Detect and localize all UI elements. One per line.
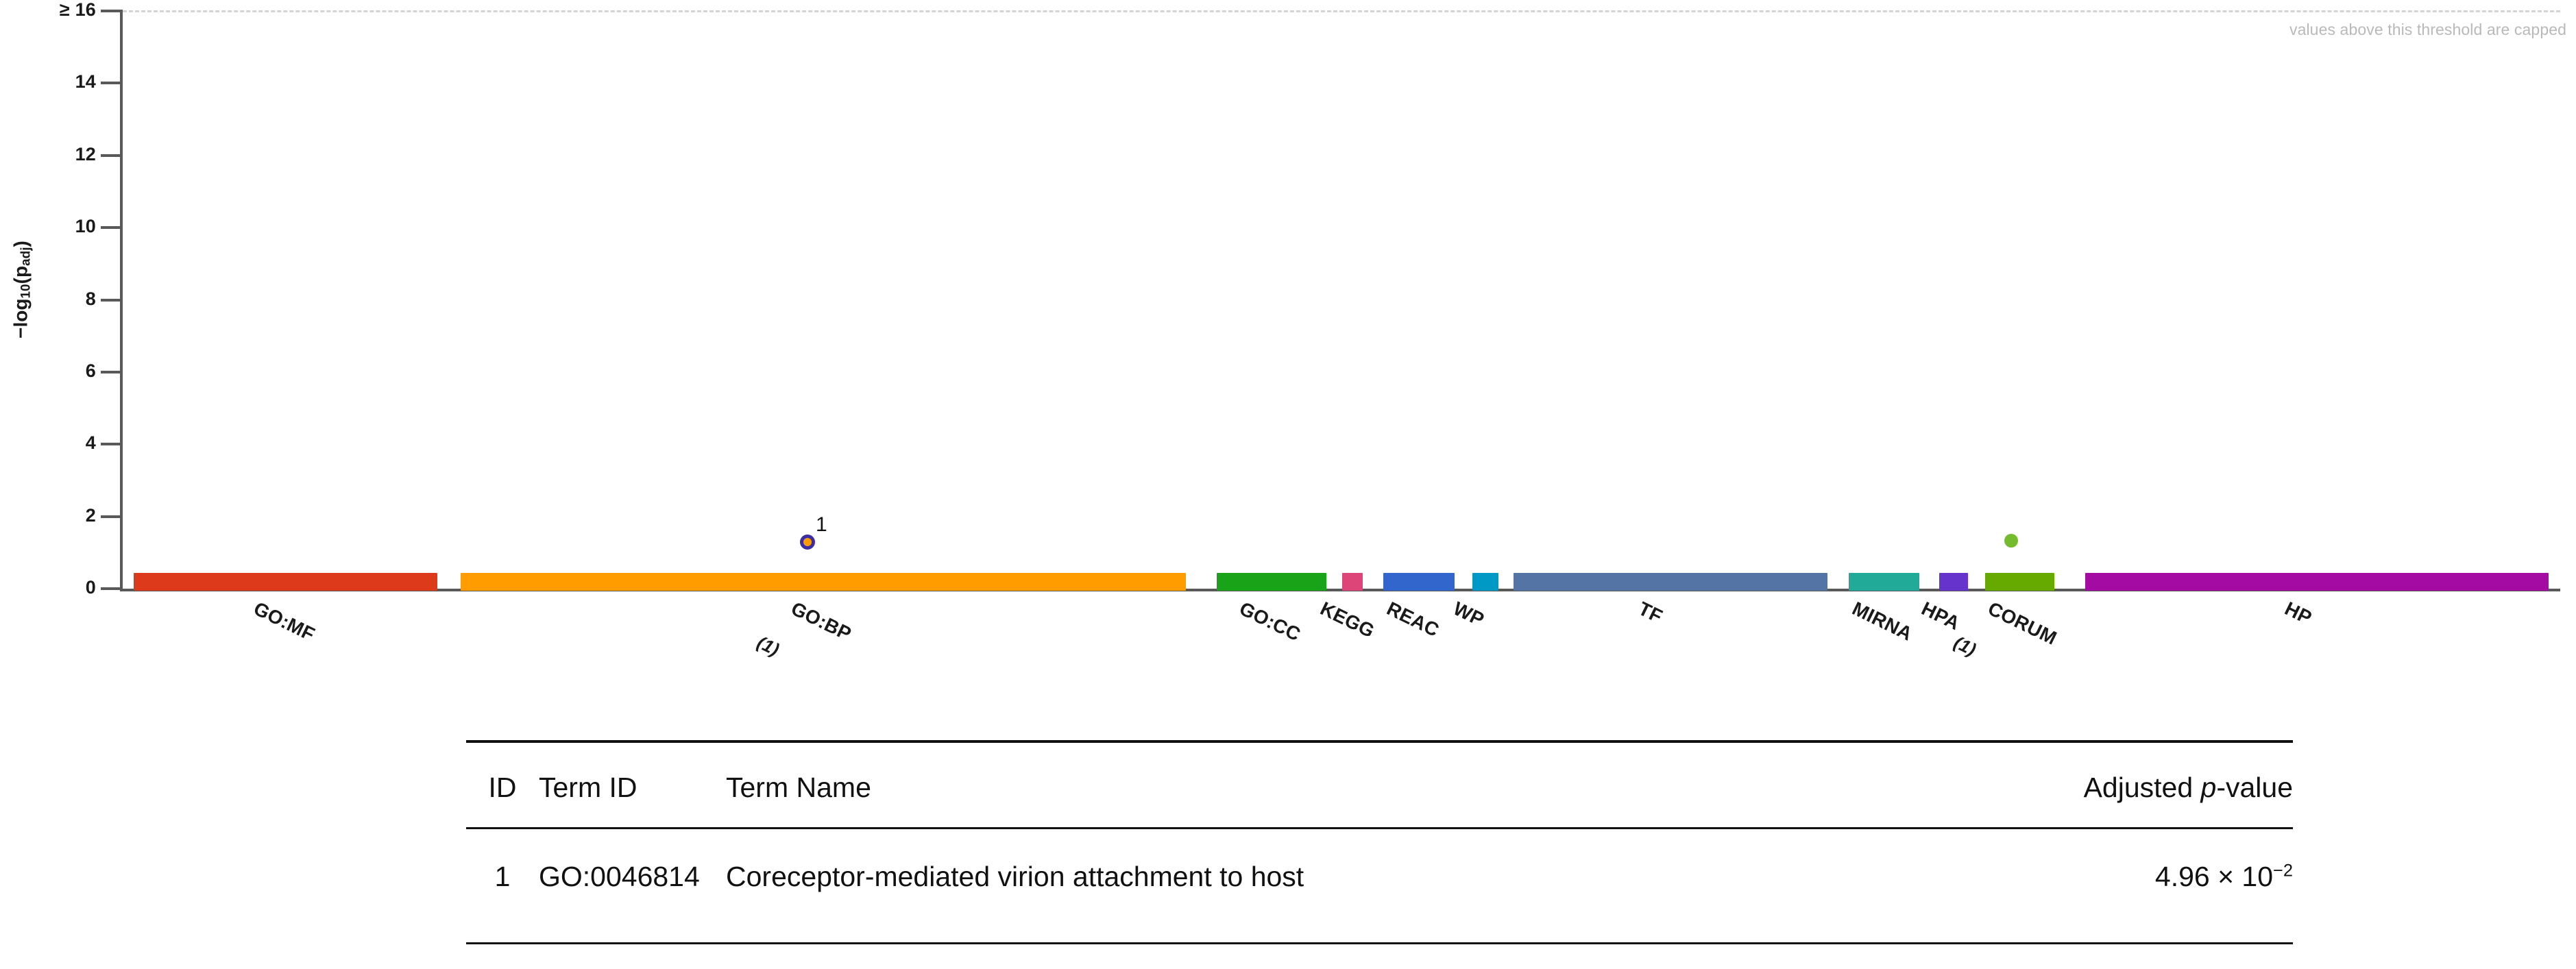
- table-body: 1 GO:0046814 Coreceptor-mediated virion at…: [466, 829, 2293, 942]
- cell-term-name: Coreceptor-mediated virion attachment to…: [726, 861, 1304, 892]
- source-label-reac: REAC: [1383, 598, 1443, 641]
- y-axis-tick: [101, 587, 120, 590]
- source-bar-tf[interactable]: [1514, 573, 1827, 591]
- source-label-wp: WP: [1450, 598, 1488, 630]
- table-header-rule: [466, 827, 2293, 829]
- y-axis-tick: [101, 515, 120, 518]
- p-value-exponent: −2: [2273, 861, 2293, 881]
- source-label-go-bp: GO:BP: [788, 598, 855, 645]
- y-axis-title-text: −log10(padj): [10, 241, 34, 339]
- column-header-term-id: Term ID: [539, 772, 637, 803]
- source-bar-wp[interactable]: [1472, 573, 1498, 591]
- table-row[interactable]: 1 GO:0046814 Coreceptor-mediated virion at…: [466, 829, 2293, 942]
- y-axis-tick: [101, 298, 120, 302]
- y-axis-tick: [101, 443, 120, 446]
- y-axis-tick-label: 8: [85, 288, 96, 309]
- y-axis-tick-label: 6: [85, 360, 96, 381]
- source-bar-go-cc[interactable]: [1217, 573, 1326, 591]
- column-header-term-name: Term Name: [726, 772, 871, 803]
- plot-area: values above this threshold are capped 0…: [10, 0, 2566, 660]
- source-label-corum: CORUM: [1984, 598, 2060, 649]
- x-axis-line: [120, 589, 2560, 591]
- source-bar-hp[interactable]: [2085, 573, 2549, 591]
- adjusted-p-value-suffix: -value: [2216, 772, 2293, 803]
- cell-term-id: GO:0046814: [539, 861, 700, 892]
- y-axis-tick-label: 12: [75, 143, 96, 164]
- data-point-label: 1: [816, 513, 827, 536]
- y-axis-tick: [101, 82, 120, 85]
- table-bottom-rule: [466, 942, 2293, 944]
- y-axis-line: [120, 10, 123, 589]
- y-axis-tick-label: 0: [85, 577, 96, 598]
- source-count-go-bp: (1): [753, 632, 783, 660]
- source-label-go-mf: GO:MF: [250, 598, 318, 646]
- column-header-id: ID: [488, 772, 517, 803]
- y-axis-tick: [101, 226, 120, 230]
- source-bar-reac[interactable]: [1383, 573, 1455, 591]
- y-axis-tick: [101, 154, 120, 157]
- y-axis-tick-label: 2: [85, 504, 96, 526]
- y-axis-tick: [101, 370, 120, 373]
- y-axis-tick-label: 10: [75, 216, 96, 237]
- source-bar-go-mf[interactable]: [134, 573, 437, 591]
- y-axis-tick-label: ≥ 16: [59, 0, 96, 20]
- source-bar-kegg[interactable]: [1342, 573, 1363, 591]
- column-header-adjusted-p-value: Adjusted p-value: [1971, 743, 2293, 804]
- capped-threshold-note: values above this threshold are capped: [2289, 21, 2566, 38]
- capped-threshold-line: [123, 10, 2560, 12]
- source-label-mirna: MIRNA: [1848, 598, 1916, 645]
- table-header-row: ID Term ID Term Name Adjusted p-value: [466, 743, 2294, 827]
- source-bar-go-bp[interactable]: [461, 573, 1186, 591]
- y-axis-tick-label: 4: [85, 432, 96, 454]
- y-axis-tick-label: 14: [75, 71, 96, 93]
- source-bar-hpa[interactable]: [1939, 573, 1968, 591]
- source-label-kegg: KEGG: [1317, 598, 1378, 642]
- data-point-corum[interactable]: [2004, 533, 2018, 548]
- source-bar-corum[interactable]: [1985, 573, 2054, 591]
- source-label-go-cc: GO:CC: [1236, 598, 1304, 646]
- source-count-corum: (1): [1950, 632, 1980, 660]
- source-label-hp: HP: [2281, 598, 2316, 629]
- cell-id: 1: [494, 861, 511, 892]
- source-label-tf: TF: [1635, 598, 1666, 628]
- y-axis-tick: [101, 10, 120, 12]
- source-label-hpa: HPA: [1918, 598, 1964, 635]
- table-top-rule: [466, 740, 2293, 743]
- source-bar-mirna[interactable]: [1849, 573, 1919, 591]
- y-axis-title: −log10(padj): [10, 187, 34, 393]
- adjusted-p-value-prefix: Adjusted: [2083, 772, 2201, 803]
- data-point-1[interactable]: [800, 534, 815, 550]
- cell-adjusted-p-value: 4.96 × 10−2: [2154, 861, 2293, 892]
- adjusted-p-value-italic-p: p: [2200, 772, 2217, 803]
